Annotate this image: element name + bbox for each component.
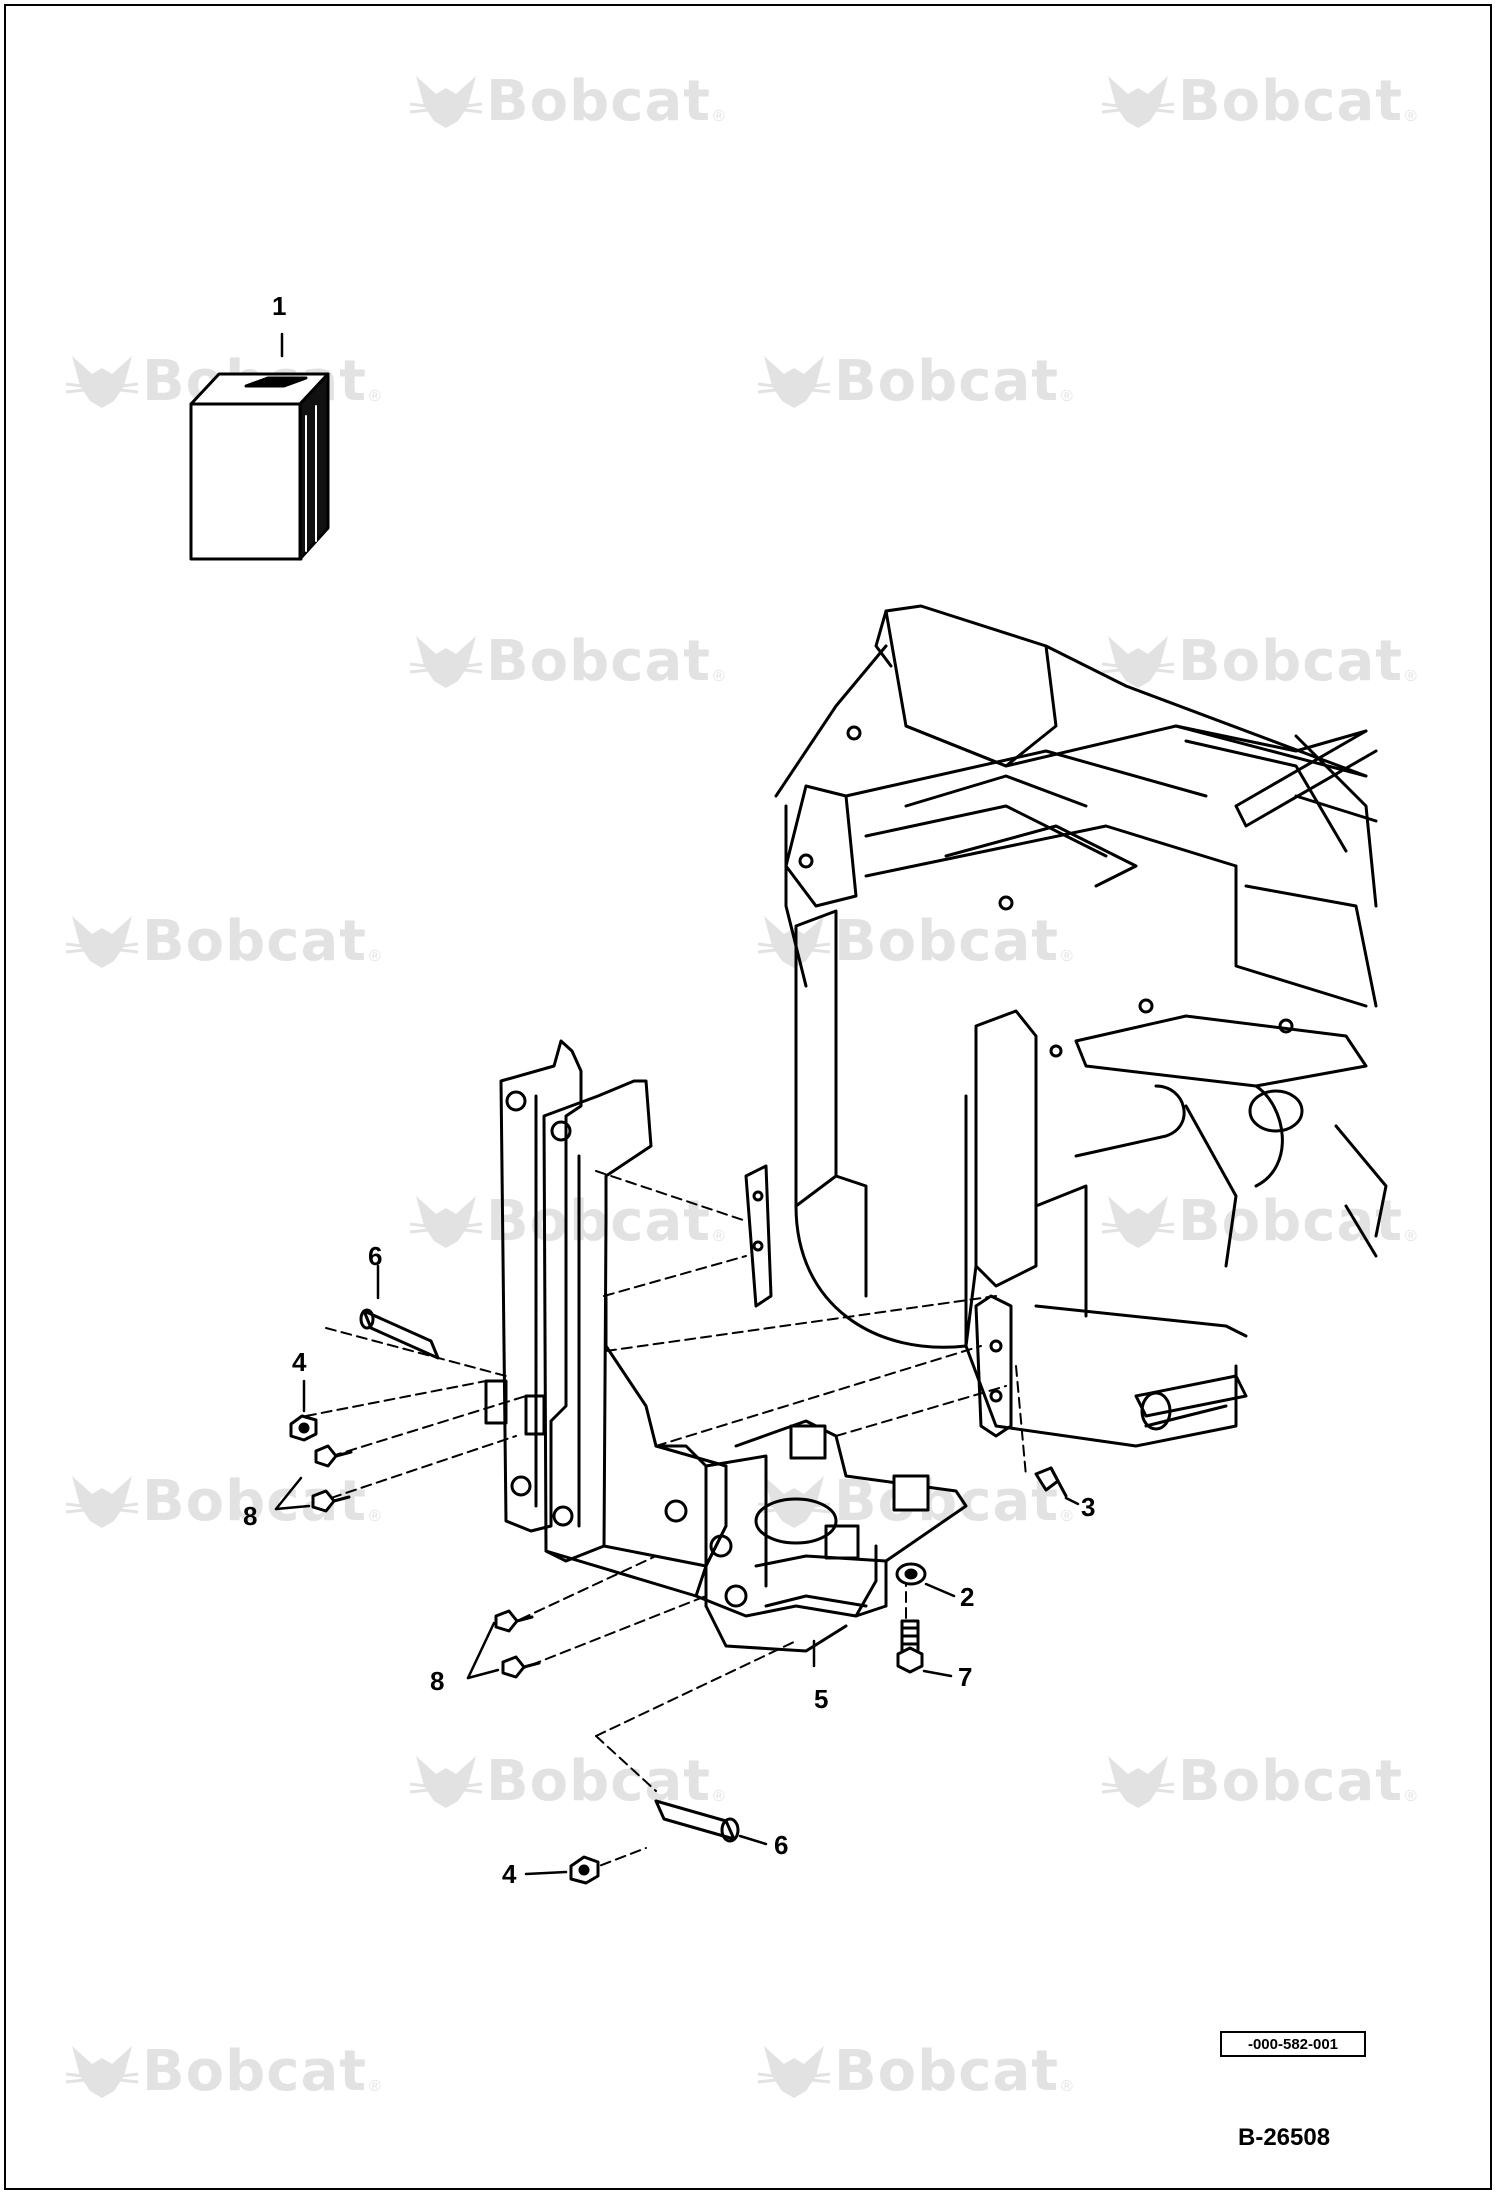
nut-icon xyxy=(569,1855,600,1885)
callout-5: 5 xyxy=(814,1684,829,1714)
watermark-logo: Bobcat® xyxy=(1098,626,1417,696)
watermark-logo: Bobcat® xyxy=(406,1186,725,1256)
watermark-registered-mark: ® xyxy=(369,948,381,965)
watermark-text: Bobcat xyxy=(1178,68,1403,134)
watermark-logo: Bobcat® xyxy=(406,66,725,136)
watermark-registered-mark: ® xyxy=(713,108,725,125)
bobcat-head-icon xyxy=(1101,636,1175,688)
bobcat-head-icon xyxy=(65,916,139,968)
watermark-registered-mark: ® xyxy=(713,668,725,685)
bolt-icon xyxy=(314,1444,353,1468)
watermark-registered-mark: ® xyxy=(369,388,381,405)
watermark-text: Bobcat xyxy=(486,1188,711,1254)
callout-7: 7 xyxy=(958,1662,973,1692)
watermark-logo: Bobcat® xyxy=(1098,1746,1417,1816)
bobcat-head-icon xyxy=(65,356,139,408)
bobcat-head-icon xyxy=(409,636,483,688)
watermark-text: Bobcat xyxy=(1178,1188,1403,1254)
watermark-registered-mark: ® xyxy=(369,1508,381,1525)
callout-6: 6 xyxy=(368,1241,383,1271)
bobcat-head-icon xyxy=(65,1476,139,1528)
watermark-registered-mark: ® xyxy=(1061,948,1073,965)
watermark-logo: Bobcat® xyxy=(754,346,1073,416)
callout-8: 8 xyxy=(243,1501,258,1531)
callout-3: 3 xyxy=(1081,1492,1096,1522)
bobcat-head-icon xyxy=(409,76,483,128)
watermark-registered-mark: ® xyxy=(1061,1508,1073,1525)
watermark-text: Bobcat xyxy=(486,68,711,134)
bolt-icon xyxy=(501,1655,541,1679)
bolt-icon xyxy=(311,1489,351,1513)
callout-2: 2 xyxy=(960,1582,975,1612)
watermark-logo: Bobcat® xyxy=(1098,1186,1417,1256)
bobcat-head-icon xyxy=(409,1756,483,1808)
callout-1: 1 xyxy=(272,291,287,321)
watermark-text: Bobcat xyxy=(1178,1748,1403,1814)
watermark-text: Bobcat xyxy=(142,2038,367,2104)
watermark-text: Bobcat xyxy=(486,628,711,694)
pin-icon xyxy=(359,1308,440,1360)
nut-icon xyxy=(289,1414,318,1442)
bolt-icon xyxy=(494,1609,534,1633)
watermark-registered-mark: ® xyxy=(369,2078,381,2095)
watermark-registered-mark: ® xyxy=(1405,668,1417,685)
clip-icon xyxy=(1034,1466,1068,1498)
watermark-logo: Bobcat® xyxy=(406,626,725,696)
watermark-logo: Bobcat® xyxy=(62,2036,381,2106)
diagram-sheet: Bobcat®Bobcat®Bobcat®Bobcat®Bobcat®Bobca… xyxy=(4,4,1492,2190)
watermark-registered-mark: ® xyxy=(1405,1788,1417,1805)
callout-4: 4 xyxy=(502,1859,517,1889)
bobcat-head-icon xyxy=(1101,1196,1175,1248)
watermark-registered-mark: ® xyxy=(713,1788,725,1805)
bolt-icon xyxy=(896,1619,924,1674)
watermark-logo: Bobcat® xyxy=(1098,66,1417,136)
bobcat-head-icon xyxy=(757,356,831,408)
watermark-registered-mark: ® xyxy=(1061,2078,1073,2095)
pin-icon xyxy=(654,1799,740,1843)
watermark-text: Bobcat xyxy=(486,1748,711,1814)
assembly-lines xyxy=(305,1170,1027,1872)
watermark-logo: Bobcat® xyxy=(754,2036,1073,2106)
battery-icon xyxy=(189,372,330,561)
watermark-text: Bobcat xyxy=(834,908,1059,974)
bobcat-head-icon xyxy=(1101,1756,1175,1808)
watermark-text: Bobcat xyxy=(834,348,1059,414)
drawing-number: B-26508 xyxy=(1238,2124,1331,2151)
watermark-registered-mark: ® xyxy=(1061,388,1073,405)
watermark-text: Bobcat xyxy=(1178,628,1403,694)
bobcat-head-icon xyxy=(1101,76,1175,128)
callout-8: 8 xyxy=(430,1666,445,1696)
callout-6: 6 xyxy=(774,1830,789,1860)
callout-4: 4 xyxy=(292,1347,307,1377)
watermark-text: Bobcat xyxy=(142,908,367,974)
reference-code-box: -000-582-001 xyxy=(1220,2031,1366,2057)
bobcat-head-icon xyxy=(409,1196,483,1248)
watermark-registered-mark: ® xyxy=(1405,1228,1417,1245)
watermark-registered-mark: ® xyxy=(1405,108,1417,125)
machine-frame xyxy=(774,604,1388,1448)
watermark-logo: Bobcat® xyxy=(754,906,1073,976)
watermark-logo: Bobcat® xyxy=(406,1746,725,1816)
watermark-text: Bobcat xyxy=(834,2038,1059,2104)
battery-tray-frame xyxy=(484,1039,1013,1653)
bobcat-head-icon xyxy=(65,2046,139,2098)
exploded-parts-diagram xyxy=(189,332,1388,1885)
watermark-logo: Bobcat® xyxy=(62,906,381,976)
washer-icon xyxy=(895,1562,927,1586)
watermark-registered-mark: ® xyxy=(713,1228,725,1245)
leader-lines xyxy=(274,332,1080,1876)
bobcat-head-icon xyxy=(757,2046,831,2098)
